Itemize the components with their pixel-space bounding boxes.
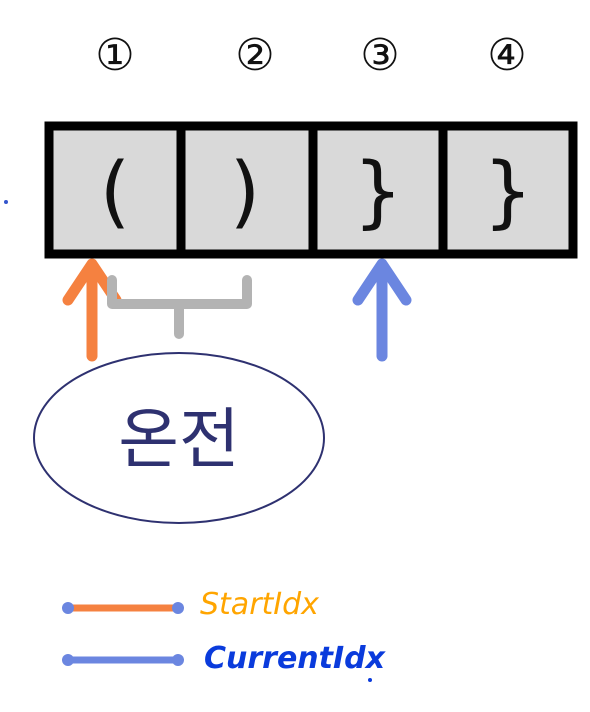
cell-char-2: ) — [230, 147, 260, 237]
legend-start-dot-left — [62, 602, 74, 614]
stray-dot — [4, 200, 8, 204]
index-label-2: ② — [235, 30, 274, 81]
index-label-3: ③ — [360, 30, 399, 81]
cell-char-4: } — [483, 147, 533, 237]
legend-start: StartIdx — [62, 587, 319, 622]
legend-start-label: StartIdx — [200, 587, 319, 622]
current-arrow — [352, 258, 412, 362]
legend-start-dot-right — [172, 602, 184, 614]
state-ellipse — [33, 352, 325, 524]
legend-current-trailing-dot — [368, 678, 372, 682]
array-cell-3 — [308, 121, 448, 259]
state-label: 온전 — [118, 401, 239, 478]
legend-current-dot-left — [62, 654, 74, 666]
legend-current: CurrentIdx — [62, 641, 387, 682]
pair-bracket — [107, 275, 252, 339]
legend-current-label: CurrentIdx — [204, 641, 387, 676]
array-cell-2 — [176, 121, 318, 259]
array-cell-1 — [44, 121, 186, 259]
index-label-1: ① — [95, 30, 134, 81]
array-cell-4 — [438, 121, 578, 259]
cell-char-3: } — [353, 147, 403, 237]
index-label-4: ④ — [487, 30, 526, 81]
array-row — [44, 121, 578, 259]
legend-current-dot-right — [172, 654, 184, 666]
cell-char-1: ( — [100, 147, 130, 237]
